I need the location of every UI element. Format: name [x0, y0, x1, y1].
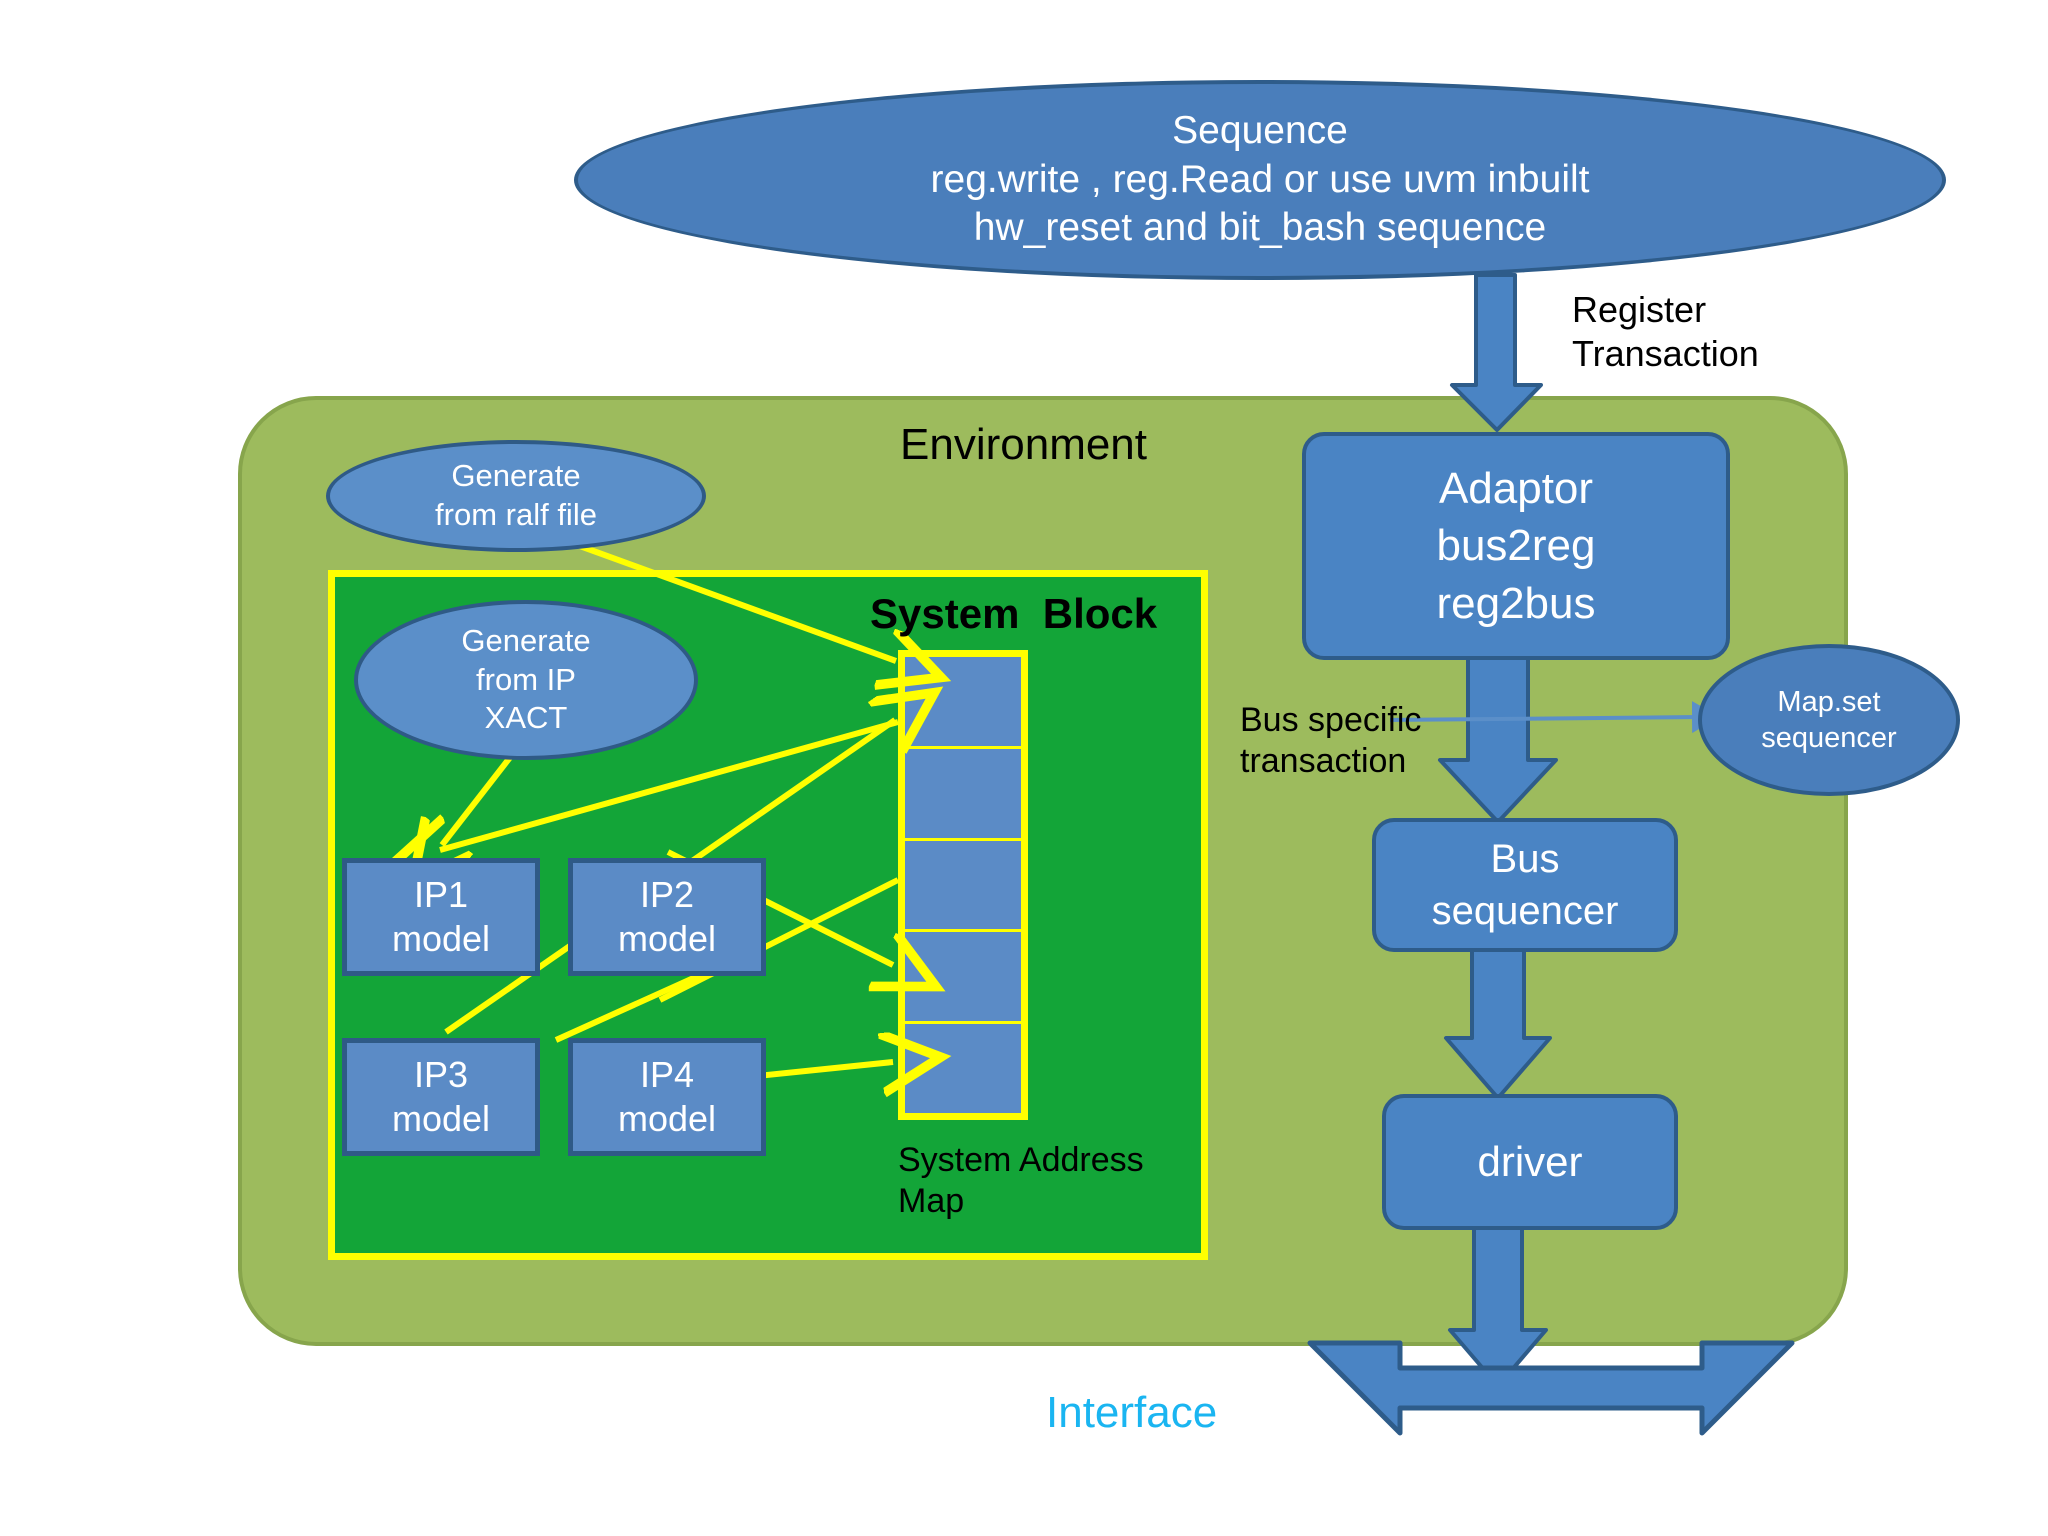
register-transaction-label: Register Transaction	[1572, 289, 1759, 374]
driver-label: driver	[1477, 1137, 1583, 1185]
ip4-line-2: model	[617, 1098, 717, 1139]
interface-label: Interface	[1046, 1388, 1218, 1437]
map-set-line-2: sequencer	[1761, 722, 1897, 754]
map-set-line-1: Map.set	[1777, 685, 1881, 718]
bus-sequencer-box[interactable]: Bus sequencer	[1372, 818, 1678, 952]
generate-ralf-line-2: from ralf file	[435, 497, 597, 532]
sequence-line-2: reg.write , reg.Read or use uvm inbuilt	[930, 157, 1590, 201]
ip4-line-1: IP4	[639, 1054, 695, 1096]
ip4-model-box[interactable]: IP4 model	[568, 1038, 766, 1156]
ip2-line-2: model	[617, 918, 717, 959]
address-map-cell[interactable]	[905, 1024, 1021, 1113]
ip3-line-1: IP3	[413, 1054, 469, 1096]
ip2-model-box[interactable]: IP2 model	[568, 858, 766, 976]
ip1-model-box[interactable]: IP1 model	[342, 858, 540, 976]
ip3-line-2: model	[391, 1098, 491, 1139]
driver-box[interactable]: driver	[1382, 1094, 1678, 1230]
ip3-model-box[interactable]: IP3 model	[342, 1038, 540, 1156]
sequence-line-1: Sequence	[1172, 108, 1348, 152]
address-map-cell[interactable]	[905, 932, 1021, 1025]
bus-specific-transaction-label: Bus specific transaction	[1240, 701, 1422, 781]
map-set-sequencer-ellipse[interactable]: Map.set sequencer	[1698, 644, 1960, 796]
generate-ipxact-line-2: from IP	[476, 661, 576, 697]
system-address-map-column	[898, 650, 1028, 1120]
generate-ipxact-line-3: XACT	[484, 700, 568, 736]
interface-double-arrow	[1307, 1340, 1795, 1436]
environment-label: Environment	[900, 420, 1148, 469]
sequence-line-3: hw_reset and bit_bash sequence	[973, 206, 1547, 250]
generate-ipxact-line-1: Generate	[461, 622, 591, 658]
ip2-line-1: IP2	[639, 874, 695, 916]
generate-from-ip-xact-ellipse[interactable]: Generate from IP XACT	[354, 600, 698, 760]
bus-sequencer-line-2: sequencer	[1431, 889, 1619, 933]
generate-from-ralf-file-ellipse[interactable]: Generate from ralf file	[326, 440, 706, 552]
address-map-cell[interactable]	[905, 657, 1021, 749]
sequence-ellipse[interactable]: Sequence reg.write , reg.Read or use uvm…	[574, 80, 1946, 280]
system-address-map-label: System Address Map	[898, 1141, 1144, 1221]
adaptor-line-1: Adaptor	[1438, 464, 1594, 514]
ip1-line-1: IP1	[413, 874, 469, 916]
ip1-line-2: model	[391, 918, 491, 959]
address-map-cell[interactable]	[905, 840, 1021, 933]
generate-ralf-line-1: Generate	[451, 458, 581, 494]
adaptor-line-2: bus2reg	[1436, 521, 1596, 571]
adaptor-line-3: reg2bus	[1436, 578, 1596, 628]
address-map-cell[interactable]	[905, 748, 1021, 841]
adaptor-box[interactable]: Adaptor bus2reg reg2bus	[1302, 432, 1730, 660]
bus-sequencer-line-1: Bus	[1490, 837, 1560, 881]
system-block-label: System Block	[870, 590, 1158, 637]
